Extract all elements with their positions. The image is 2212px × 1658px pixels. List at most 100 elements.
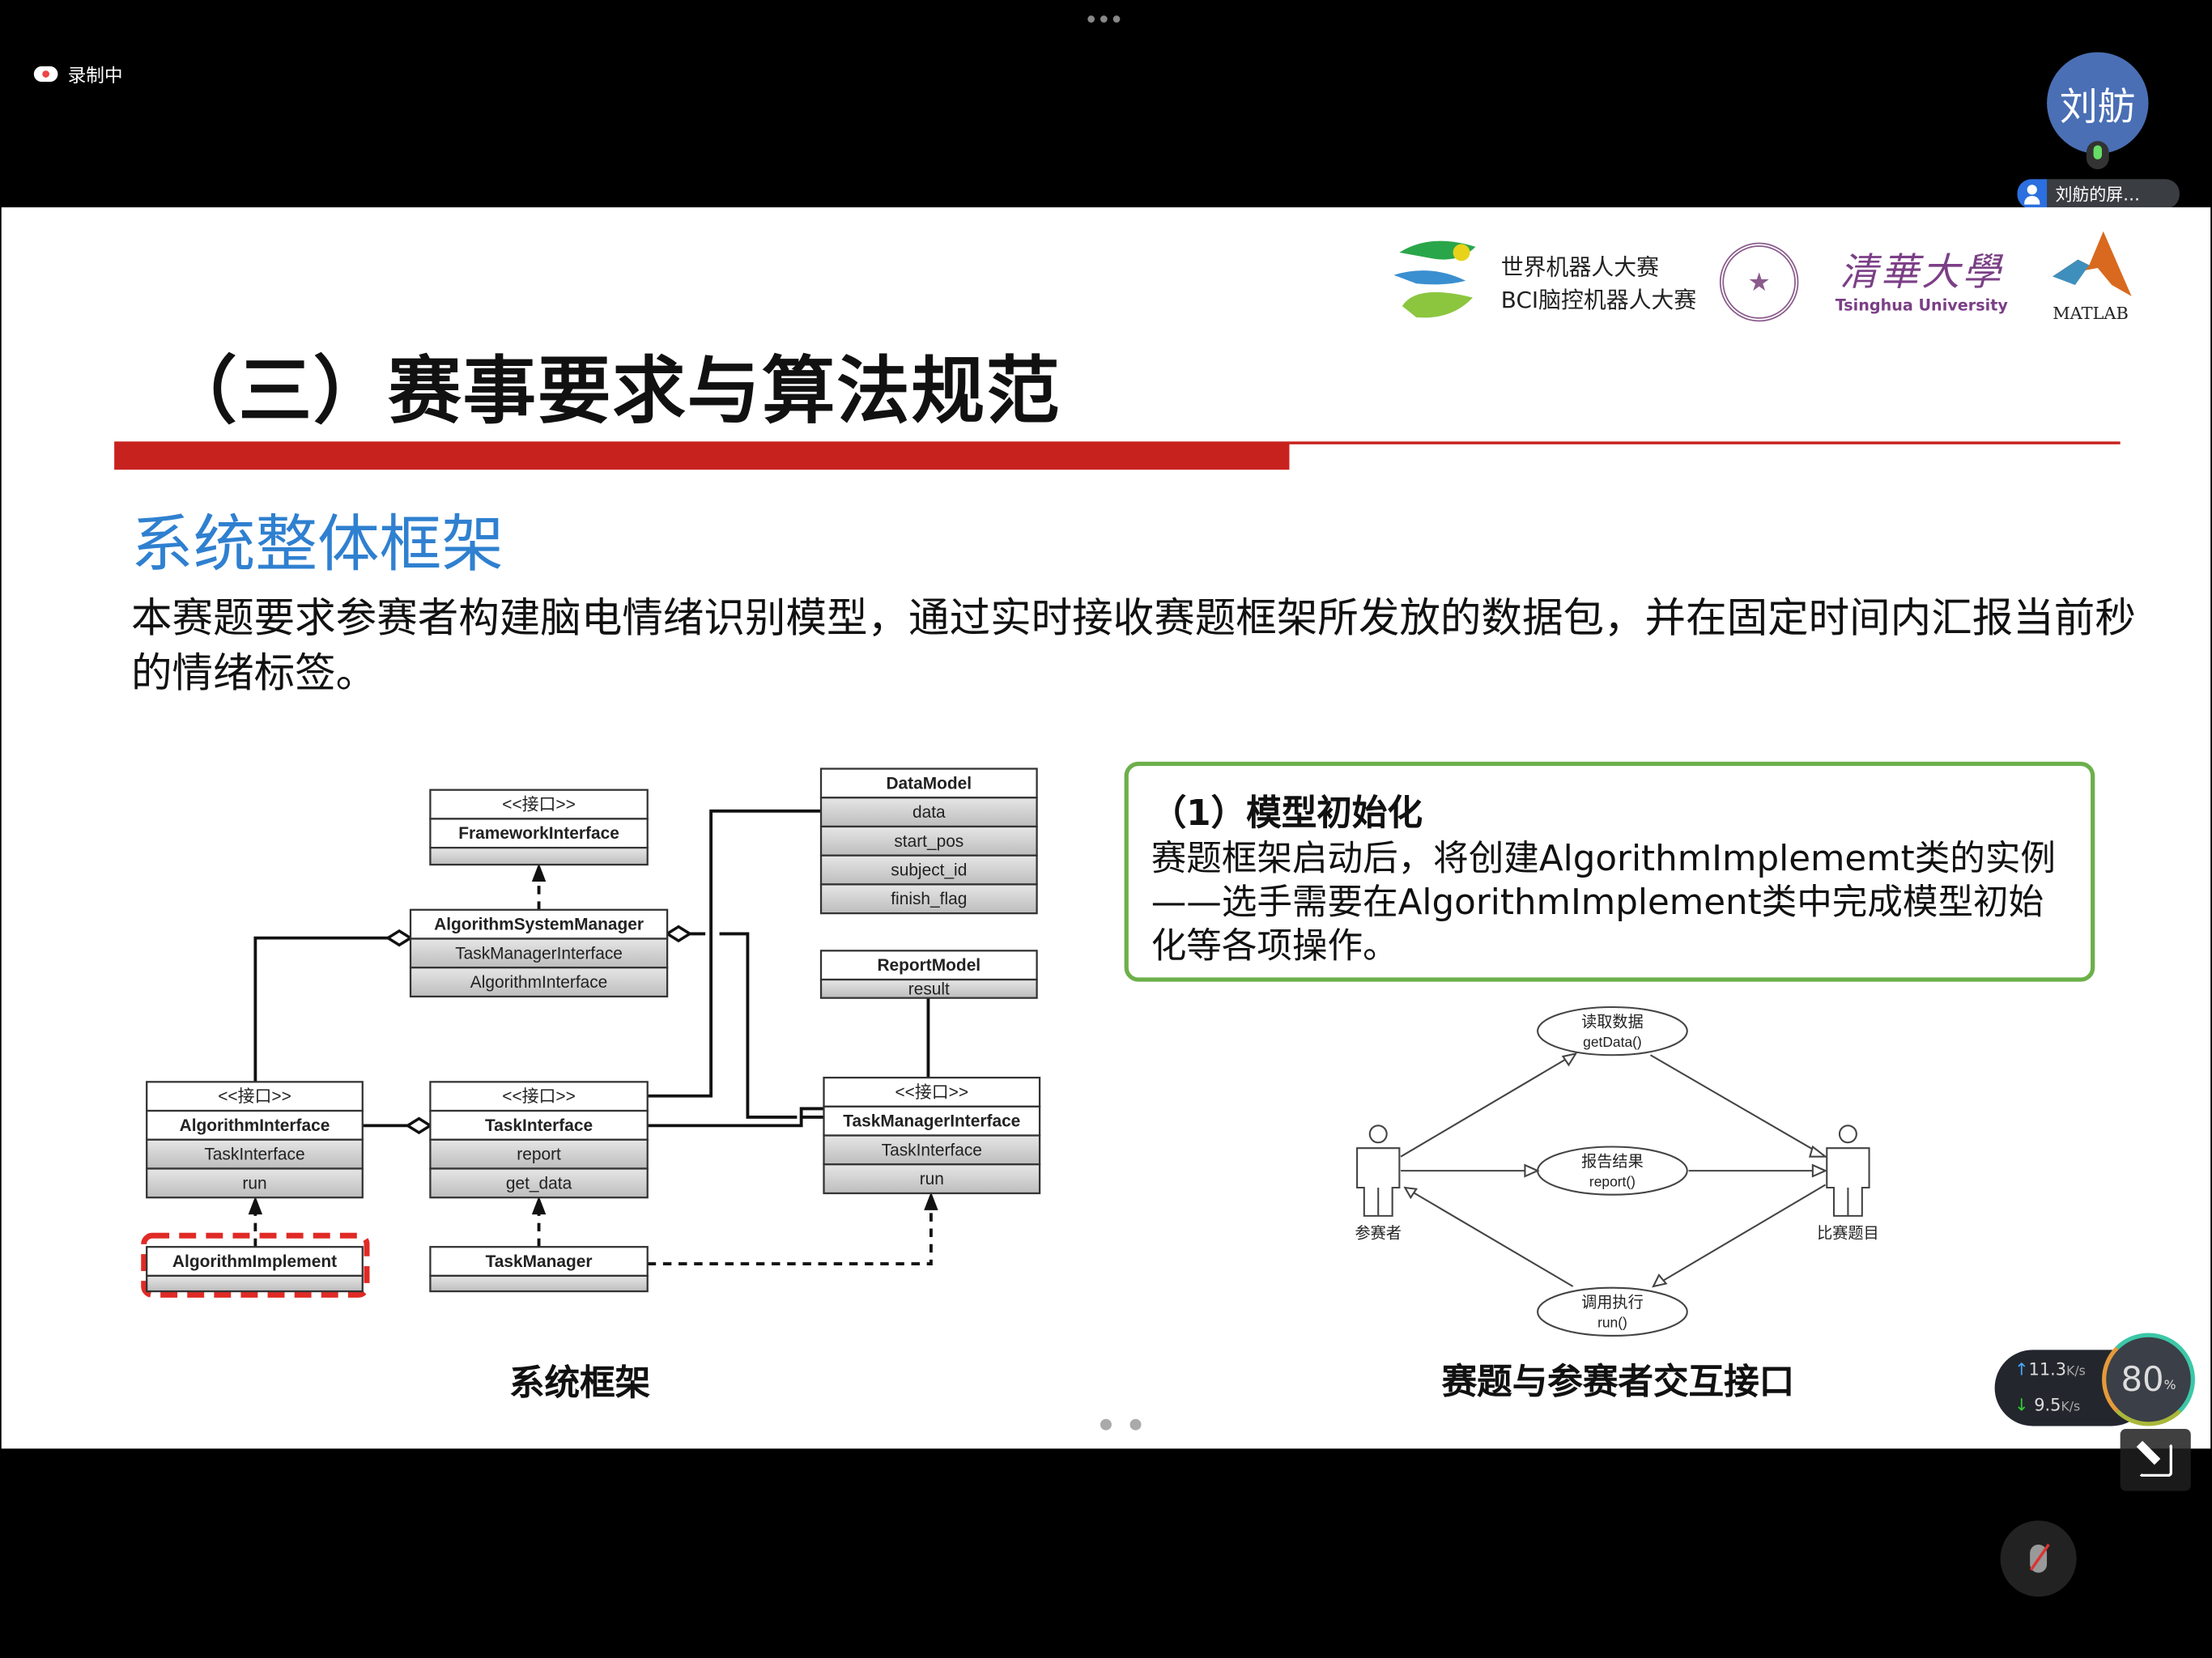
download-unit: K/s — [2061, 1401, 2081, 1415]
usecase-getdata — [1537, 1005, 1688, 1056]
uml-text: get_data — [506, 1174, 572, 1192]
uml-text: TaskManagerInterface — [455, 944, 623, 963]
share-tag-label: 刘舫的屏… — [2055, 185, 2141, 205]
upload-arrow-icon: ↑ — [2014, 1359, 2029, 1380]
uml-text: run — [242, 1174, 266, 1192]
wrc-logo-line2: BCI脑控机器人大赛 — [1500, 286, 1697, 313]
mute-mic-button[interactable] — [2000, 1520, 2077, 1597]
uml-row — [819, 767, 1038, 799]
highlight-dashed-box — [141, 1232, 370, 1298]
uml-row — [429, 1167, 649, 1199]
uc1-cn: 读取数据 — [1581, 1013, 1644, 1031]
uml-class-report-model: ReportModel result — [819, 950, 1038, 999]
more-options-icon[interactable] — [1087, 15, 1124, 23]
section-heading: 系统整体框架 — [131, 508, 504, 581]
wrc-logo — [1388, 236, 1487, 323]
tsinghua-en: Tsinghua University — [1835, 295, 2008, 315]
shared-slide: 世界机器人大赛 BCI脑控机器人大赛 ★ 清華大學 Tsinghua Unive… — [1, 207, 2211, 1449]
model-init-callout: （1）模型初始化 赛题框架启动后，将创建AlgorithmImplememt类的… — [1124, 761, 2095, 982]
arrow-head — [924, 1192, 938, 1210]
arrow-head — [531, 863, 547, 882]
uml-row — [429, 1274, 649, 1293]
interaction-usecase-diagram: 读取数据 getData() 报告结果 report() 调用执行 run() … — [1355, 1005, 1879, 1337]
uml-row — [429, 1109, 649, 1141]
actor-participant-icon — [1356, 1124, 1401, 1217]
download-arrow-icon: ↓ — [2014, 1395, 2029, 1415]
uml-text: report — [517, 1146, 561, 1164]
uml-row — [823, 1163, 1041, 1195]
uc2-fn: report() — [1589, 1173, 1636, 1189]
uml-row — [146, 1167, 364, 1199]
uml-text: FrameworkInterface — [458, 824, 619, 843]
title-red-line — [1289, 441, 2121, 444]
uml-text: AlgorithmInterface — [470, 973, 608, 992]
system-framework-diagram: <<接口>> FrameworkInterfaceAlgorithmSystemM… — [141, 767, 1041, 1298]
uml-text: TaskInterface — [882, 1141, 982, 1159]
uml-text: data — [912, 803, 946, 822]
recording-indicator: 录制中 — [33, 61, 123, 88]
uml-text: <<接口>> — [218, 1087, 291, 1106]
wrc-logo-line1: 世界机器人大赛 — [1500, 253, 1659, 281]
callout-body: 赛题框架启动后，将创建AlgorithmImplememt类的实例——选手需要在… — [1151, 837, 2056, 967]
uml-text: TaskInterface — [485, 1116, 593, 1135]
participant-avatar[interactable]: 刘舫 — [2047, 52, 2149, 154]
arrow-head — [531, 1196, 547, 1215]
uml-class-task-manager: TaskManager — [429, 1246, 649, 1293]
uml-text: DataModel — [886, 774, 972, 793]
uml-class-task-manager-interface: <<接口>>TaskManagerInterfaceTaskInterfacer… — [823, 1076, 1041, 1195]
uml-row — [823, 1105, 1041, 1137]
uml-class-task-interface: <<接口>> TaskInterface report get_data — [429, 1081, 649, 1199]
annotate-button[interactable] — [2120, 1428, 2191, 1491]
uml-row — [819, 854, 1038, 886]
user-icon — [2017, 179, 2048, 209]
uml-text: start_pos — [894, 832, 963, 851]
uml-text: <<接口>> — [895, 1083, 968, 1102]
uml-row — [146, 1246, 364, 1278]
uml-text: ReportModel — [877, 956, 981, 975]
uml-text: <<接口>> — [502, 1087, 576, 1106]
uml-row — [146, 1274, 364, 1293]
uc3-fn: run() — [1597, 1315, 1627, 1331]
uml-text: AlgorithmImplement — [172, 1252, 337, 1271]
uml-row — [819, 978, 1038, 999]
description-paragraph: 本赛题要求参赛者构建脑电情绪识别模型，通过实时接收赛题框架所发放的数据包，并在固… — [131, 593, 2136, 697]
uml-row — [819, 883, 1038, 915]
slide-title: （三）赛事要求与算法规范 — [164, 350, 1061, 435]
uml-row — [146, 1081, 364, 1112]
tsinghua-cn: 清華大學 — [1840, 251, 2004, 295]
uml-text: AlgorithmSystemManager — [434, 916, 644, 934]
uml-row — [823, 1076, 1041, 1107]
recording-label: 录制中 — [67, 66, 123, 88]
uml-row — [429, 846, 649, 866]
cpu-gauge: 80% — [2102, 1333, 2196, 1426]
caption-interaction-interface: 赛题与参赛者交互接口 — [1441, 1361, 1795, 1402]
callout-heading: （1）模型初始化 — [1151, 793, 1423, 834]
uml-text: <<接口>> — [502, 796, 576, 814]
uml-class-algorithm-implement: AlgorithmImplement — [146, 1246, 364, 1293]
uml-text: TaskManager — [486, 1252, 593, 1271]
screen-share-tag[interactable]: 刘舫的屏… — [2017, 179, 2180, 209]
uml-text: result — [908, 980, 950, 998]
title-red-bar — [114, 441, 1290, 470]
arrow-head — [248, 1196, 263, 1215]
uc1-fn: getData() — [1583, 1034, 1642, 1050]
usecase-run — [1537, 1286, 1688, 1337]
pencil-edit-icon — [2136, 1440, 2173, 1477]
uml-row — [819, 825, 1038, 857]
uml-text: finish_flag — [891, 890, 967, 908]
tsinghua-seal-logo: ★ — [1719, 242, 1799, 322]
uml-class-data-model: DataModeldatastart_possubject_idfinish_f… — [819, 767, 1038, 915]
upload-unit: K/s — [2066, 1365, 2086, 1380]
page-dot-2[interactable] — [1129, 1418, 1142, 1431]
download-speed: 9.5 — [2034, 1395, 2061, 1415]
uc3-cn: 调用执行 — [1581, 1294, 1644, 1312]
uml-row — [409, 967, 669, 998]
page-dot-1[interactable] — [1100, 1418, 1112, 1431]
cpu-unit: % — [2163, 1379, 2176, 1394]
aggregation-diamond — [664, 925, 693, 943]
cloud-record-icon — [33, 66, 58, 83]
tsinghua-logo: 清華大學 Tsinghua University — [1835, 241, 2008, 315]
actor-left-label: 参赛者 — [1355, 1225, 1401, 1243]
